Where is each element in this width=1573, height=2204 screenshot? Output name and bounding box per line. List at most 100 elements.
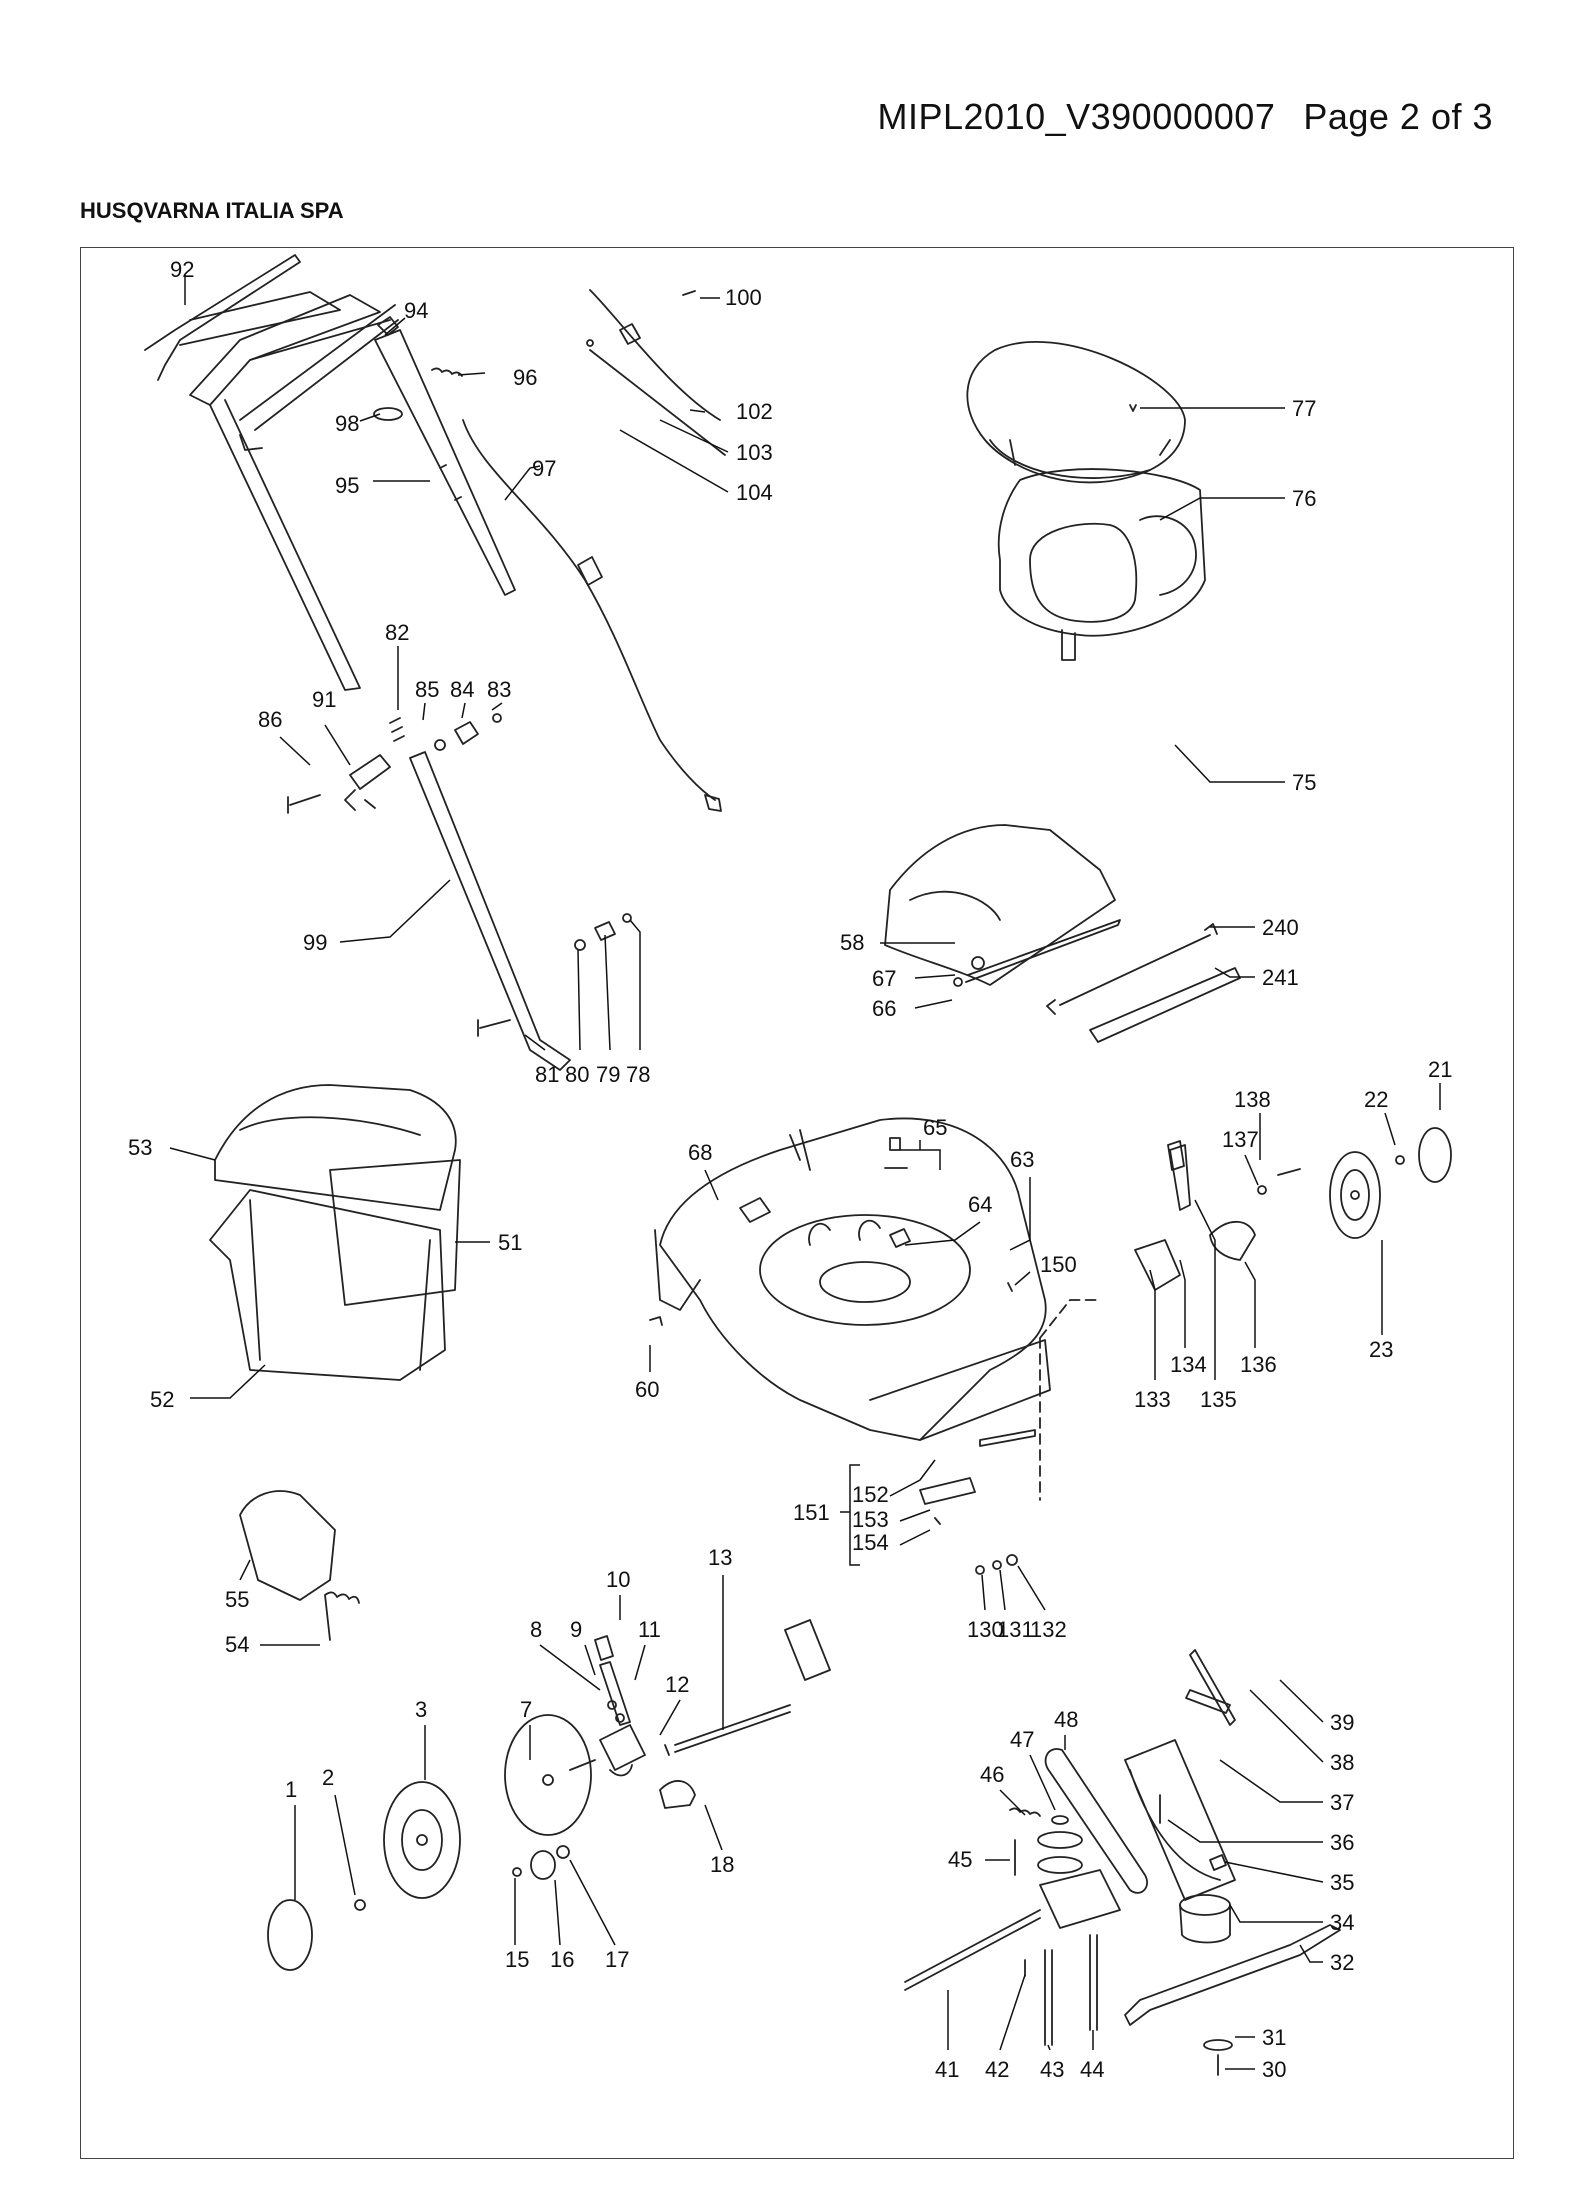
part-label-131: 131 <box>997 1617 1034 1642</box>
spring-rod-part <box>1046 923 1218 1015</box>
leader-line-8 <box>539 1644 601 1691</box>
part-label-84: 84 <box>450 677 474 702</box>
front-strip-part <box>979 1429 1036 1447</box>
leader-line-67 <box>914 974 956 979</box>
part-label-35: 35 <box>1330 1870 1354 1895</box>
leader-line-153 <box>899 1509 931 1522</box>
part-label-100: 100 <box>725 285 762 310</box>
leader-line-47 <box>1029 1754 1056 1811</box>
leader-line-99 <box>339 879 451 943</box>
part-label-80: 80 <box>565 1062 589 1087</box>
leader-line-46 <box>999 1789 1026 1816</box>
leader-line-96 <box>457 372 486 376</box>
leader-line-104 <box>619 429 729 493</box>
leader-line-16 <box>554 1879 561 1946</box>
leader-line-55 <box>239 1559 251 1581</box>
part-label-154: 154 <box>852 1530 889 1555</box>
part-label-63: 63 <box>1010 1147 1034 1172</box>
leader-line-80 <box>577 949 581 1051</box>
part-label-58: 58 <box>840 930 864 955</box>
deck-spring-part <box>739 1197 771 1223</box>
leader-line-135 <box>1194 1199 1216 1380</box>
part-label-150: 150 <box>1040 1252 1077 1277</box>
rear-axle-part <box>674 1704 791 1753</box>
leader-line-91 <box>324 724 351 766</box>
part-label-32: 32 <box>1330 1950 1354 1975</box>
rear-wheel-nut-part <box>354 1899 366 1911</box>
part-label-45: 45 <box>948 1847 972 1872</box>
part-label-11: 11 <box>638 1617 661 1642</box>
part-label-94: 94 <box>404 298 428 323</box>
part-label-8: 8 <box>530 1617 542 1642</box>
leader-line-85 <box>422 702 426 721</box>
front-bumper-part <box>919 1477 976 1505</box>
gearbox-pin-long-part <box>1089 1934 1098 2031</box>
front-nut-part <box>975 1565 985 1575</box>
part-label-151: 151 <box>793 1500 830 1525</box>
front-hub-cap-part <box>1418 1127 1452 1183</box>
leader-line-84 <box>461 702 466 719</box>
part-label-51: 51 <box>498 1230 522 1255</box>
cover-strip-part <box>1189 1649 1236 1726</box>
part-label-42: 42 <box>985 2057 1009 2082</box>
part-label-103: 103 <box>736 440 773 465</box>
handle-clip-part <box>377 316 399 336</box>
height-washer-part <box>1257 1185 1267 1195</box>
part-label-98: 98 <box>335 411 359 436</box>
drive-belt-part <box>1044 1748 1148 1894</box>
part-label-91: 91 <box>312 687 336 712</box>
part-label-15: 15 <box>505 1947 529 1972</box>
part-label-46: 46 <box>980 1762 1004 1787</box>
leader-line-151 <box>840 1464 860 1566</box>
leader-line-98 <box>359 413 381 422</box>
mulch-plug-part <box>239 1490 336 1601</box>
height-bolt-part <box>1277 1168 1301 1176</box>
front-wheel-part <box>1329 1151 1381 1239</box>
leader-line-17 <box>569 1859 616 1946</box>
part-label-152: 152 <box>852 1482 889 1507</box>
leader-line-97 <box>504 465 541 501</box>
side-handle-part <box>409 751 571 1071</box>
rear-flap-part <box>884 824 1116 986</box>
part-label-18: 18 <box>710 1852 734 1877</box>
part-label-12: 12 <box>665 1672 689 1697</box>
part-label-36: 36 <box>1330 1830 1354 1855</box>
part-label-21: 21 <box>1428 1057 1452 1082</box>
upper-handle-part <box>144 254 399 691</box>
company-name: HUSQVARNA ITALIA SPA <box>80 198 344 223</box>
part-label-10: 10 <box>606 1567 630 1592</box>
part-label-86: 86 <box>258 707 282 732</box>
deck-assembly-line <box>1039 1299 1101 1501</box>
leader-line-76 <box>1159 497 1285 521</box>
leader-line-39 <box>1279 1679 1324 1723</box>
part-label-66: 66 <box>872 996 896 1021</box>
engine-part <box>966 340 1206 661</box>
part-label-99: 99 <box>303 930 327 955</box>
part-label-41: 41 <box>935 2057 959 2082</box>
wheel-holder-part <box>1209 1220 1256 1261</box>
lower-knob-part <box>594 921 616 941</box>
nut-part <box>434 739 446 751</box>
front-screw-part <box>934 1517 941 1525</box>
lower-bolt-part <box>477 1019 511 1037</box>
grass-catcher-part <box>209 1084 461 1381</box>
part-label-85: 85 <box>415 677 439 702</box>
leader-line-130 <box>981 1574 986 1611</box>
part-label-48: 48 <box>1054 1707 1078 1732</box>
part-label-137: 137 <box>1222 1127 1259 1152</box>
leader-line-34 <box>1229 1904 1323 1923</box>
page-number: Page 2 of 3 <box>1303 96 1493 137</box>
part-label-7: 7 <box>520 1697 532 1722</box>
part-label-54: 54 <box>225 1632 249 1657</box>
part-label-79: 79 <box>596 1062 620 1087</box>
leader-line-38 <box>1249 1689 1324 1763</box>
bearing-part <box>556 1845 570 1859</box>
part-label-76: 76 <box>1292 486 1316 511</box>
part-label-65: 65 <box>923 1115 947 1140</box>
leader-line-150 <box>1014 1271 1031 1286</box>
mower-deck-part <box>654 1117 1051 1441</box>
part-label-132: 132 <box>1030 1617 1067 1642</box>
part-label-138: 138 <box>1234 1087 1271 1112</box>
washer-part <box>953 977 963 987</box>
